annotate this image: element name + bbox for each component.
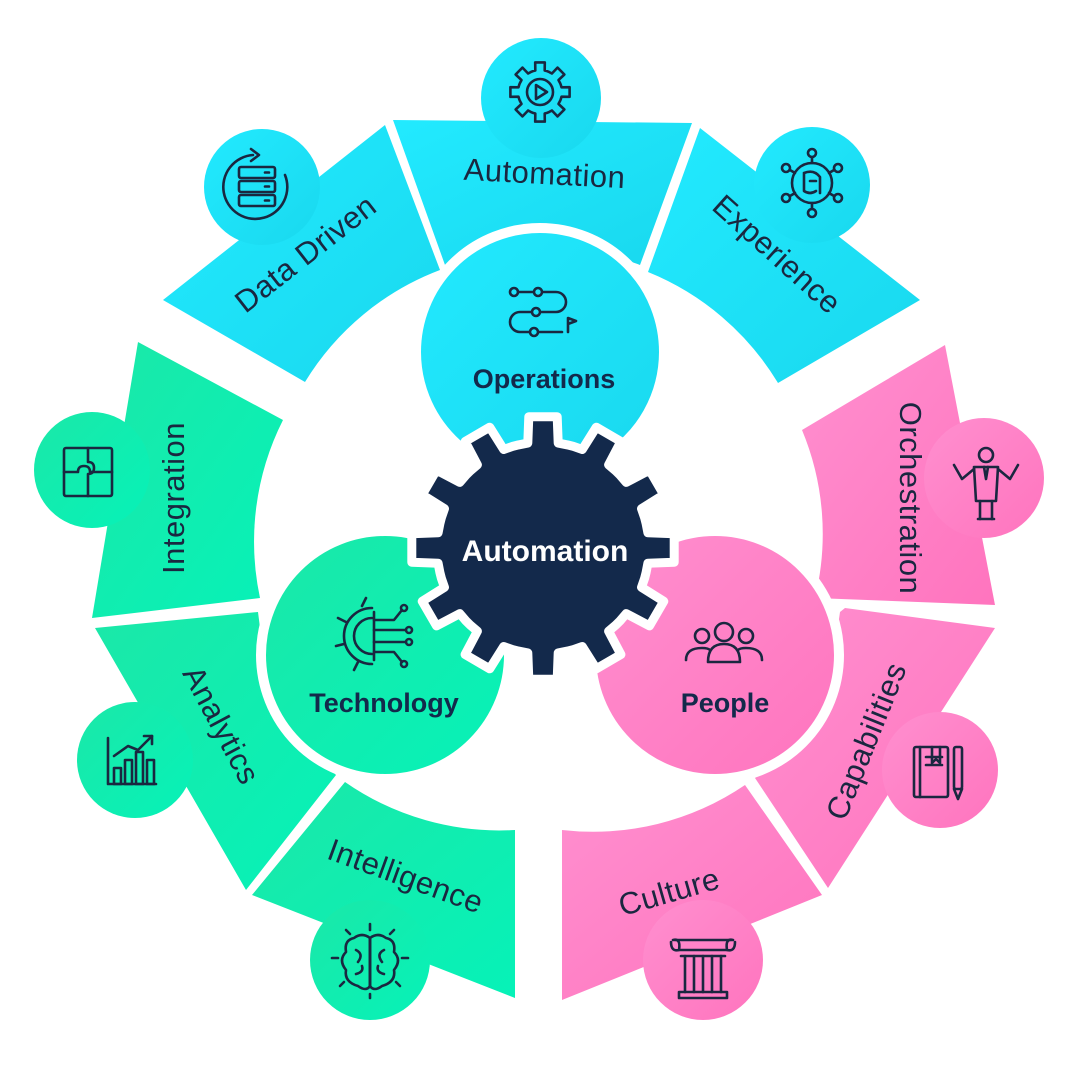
pillar-operations-label: Operations — [473, 364, 616, 394]
segment-orchestration-label: Orchestration — [893, 402, 928, 595]
segment-integration — [92, 342, 283, 618]
segment-automation-bubble — [481, 38, 601, 158]
circuit-gear-icon — [334, 596, 414, 672]
growth-chart-icon — [106, 734, 158, 786]
segment-capabilities-bubble — [882, 712, 998, 828]
segment-culture — [562, 785, 822, 1000]
brain-icon — [330, 922, 410, 1000]
presenter-icon — [952, 446, 1020, 521]
segment-experience-bubble — [754, 127, 870, 243]
segment-experience — [648, 128, 920, 383]
segment-orchestration — [802, 345, 995, 605]
segment-orchestration-bubble — [924, 418, 1044, 538]
notebook-pen-icon — [912, 745, 964, 801]
team-icon — [684, 621, 764, 664]
column-icon — [669, 938, 737, 1000]
segment-integration-bubble — [34, 412, 150, 528]
center-gear — [407, 412, 679, 684]
roadmap-icon — [508, 286, 578, 338]
segment-automation — [393, 120, 692, 265]
pillar-people-label: People — [681, 688, 770, 718]
gear-play-icon — [509, 61, 571, 123]
segment-data-driven-bubble — [204, 129, 320, 245]
segment-integration-label: Integration — [156, 422, 191, 574]
network-face-icon — [780, 147, 844, 219]
database-sync-icon — [222, 147, 289, 221]
segment-automation-label: Automation — [463, 152, 626, 195]
segment-data-driven — [163, 125, 440, 382]
puzzle-icon — [62, 446, 114, 498]
segment-intelligence — [252, 782, 515, 998]
icons — [62, 61, 1020, 1000]
pillar-technology-label: Technology — [309, 688, 459, 718]
segment-analytics — [95, 612, 336, 890]
segment-capabilities — [755, 608, 995, 888]
outer-ring — [34, 38, 1044, 1020]
center-label: Automation — [462, 535, 629, 568]
